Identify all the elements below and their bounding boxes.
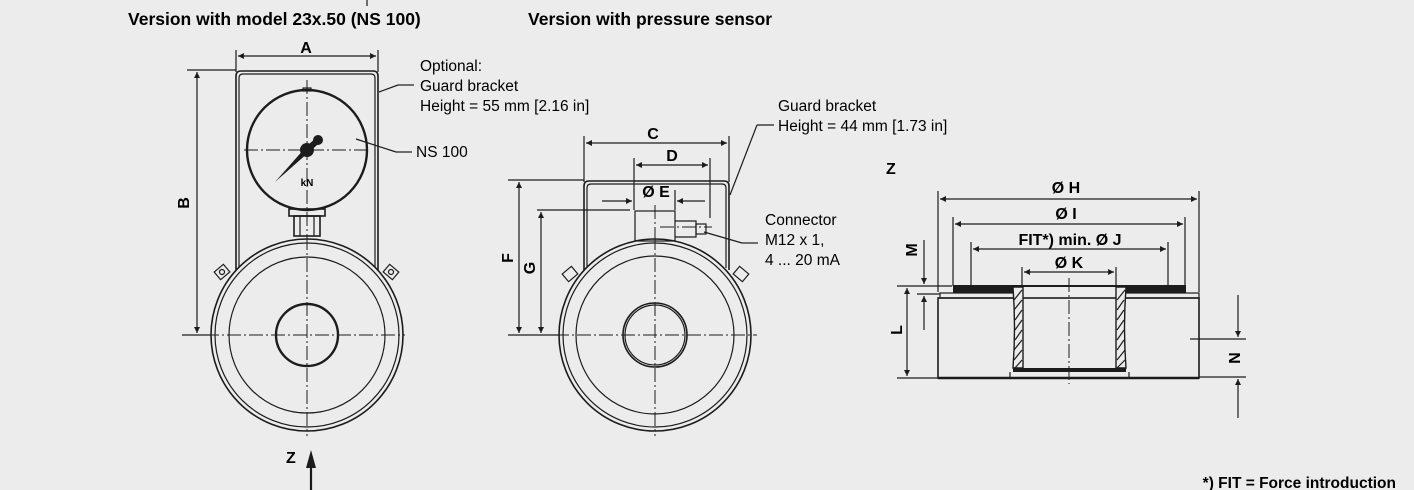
callout-connector-line1: Connector <box>765 212 837 229</box>
title-left: Version with model 23x.50 (NS 100) <box>128 9 421 29</box>
dim-i-label: Ø I <box>1055 206 1076 223</box>
callout-leader-bracket-middle <box>729 124 758 196</box>
section-top-plate-right <box>1124 286 1186 293</box>
left-view: A B kN <box>176 40 589 490</box>
callout-leader-bracket <box>378 84 399 93</box>
dim-d-label: D <box>666 148 678 165</box>
view-z-arrow-icon <box>306 450 316 468</box>
dim-h-label: Ø H <box>1052 180 1080 197</box>
guard-bracket-outline <box>235 70 379 270</box>
connector-body <box>675 220 697 238</box>
guard-bracket-outline-middle <box>583 180 730 270</box>
bracket-clamp-left <box>213 263 231 281</box>
dim-j-label: FIT*) min. Ø J <box>1018 232 1121 249</box>
title-middle: Version with pressure sensor <box>528 9 772 29</box>
bracket-clamp-right <box>382 263 400 281</box>
dim-g-label: G <box>522 262 539 274</box>
bracket-clamp-left-middle <box>561 265 579 283</box>
callout-bracket-line1: Optional: <box>420 58 482 75</box>
callout-leader-connector <box>703 231 743 244</box>
middle-view: C D Ø E F G <box>500 98 947 436</box>
callout-connector-line2: M12 x 1, <box>765 232 824 249</box>
gauge-unit-label: kN <box>301 178 314 189</box>
callout-connector-line3: 4 ... 20 mA <box>765 252 841 269</box>
connector-tip <box>695 223 707 235</box>
dim-f-label: F <box>500 253 517 263</box>
view-z-marker-label: Z <box>286 450 296 467</box>
dim-b-label: B <box>176 197 193 209</box>
section-view-label: Z <box>886 161 896 178</box>
footnote: *) FIT = Force introduction <box>1203 475 1396 490</box>
dim-k-label: Ø K <box>1055 255 1084 272</box>
dim-l-label: L <box>889 325 906 335</box>
dim-c-label: C <box>647 126 659 143</box>
dim-a-label: A <box>300 40 312 57</box>
section-sleeve-left <box>1012 286 1024 369</box>
callout-leader-gauge <box>355 138 397 153</box>
gauge-needle-counterweight <box>313 135 323 145</box>
section-top-plate-left <box>953 286 1015 293</box>
section-view-z: Z Ø H Ø I FIT*) min. Ø J Ø K <box>886 161 1246 418</box>
callout-bracket-middle-line2: Height = 44 mm [1.73 in] <box>778 118 947 135</box>
callout-bracket-middle-line1: Guard bracket <box>778 98 877 115</box>
dim-m-label: M <box>904 243 921 256</box>
gauge-needle-icon <box>275 148 309 182</box>
section-sleeve-right <box>1115 286 1127 369</box>
guard-bracket-inner <box>238 73 376 268</box>
dim-e-label: Ø E <box>642 184 670 201</box>
callout-bracket-line3: Height = 55 mm [2.16 in] <box>420 98 589 115</box>
callout-bracket-line2: Guard bracket <box>420 78 519 95</box>
dim-n-label: N <box>1225 352 1242 364</box>
bracket-clamp-right-middle <box>732 265 750 283</box>
callout-gauge-label: NS 100 <box>416 144 468 161</box>
